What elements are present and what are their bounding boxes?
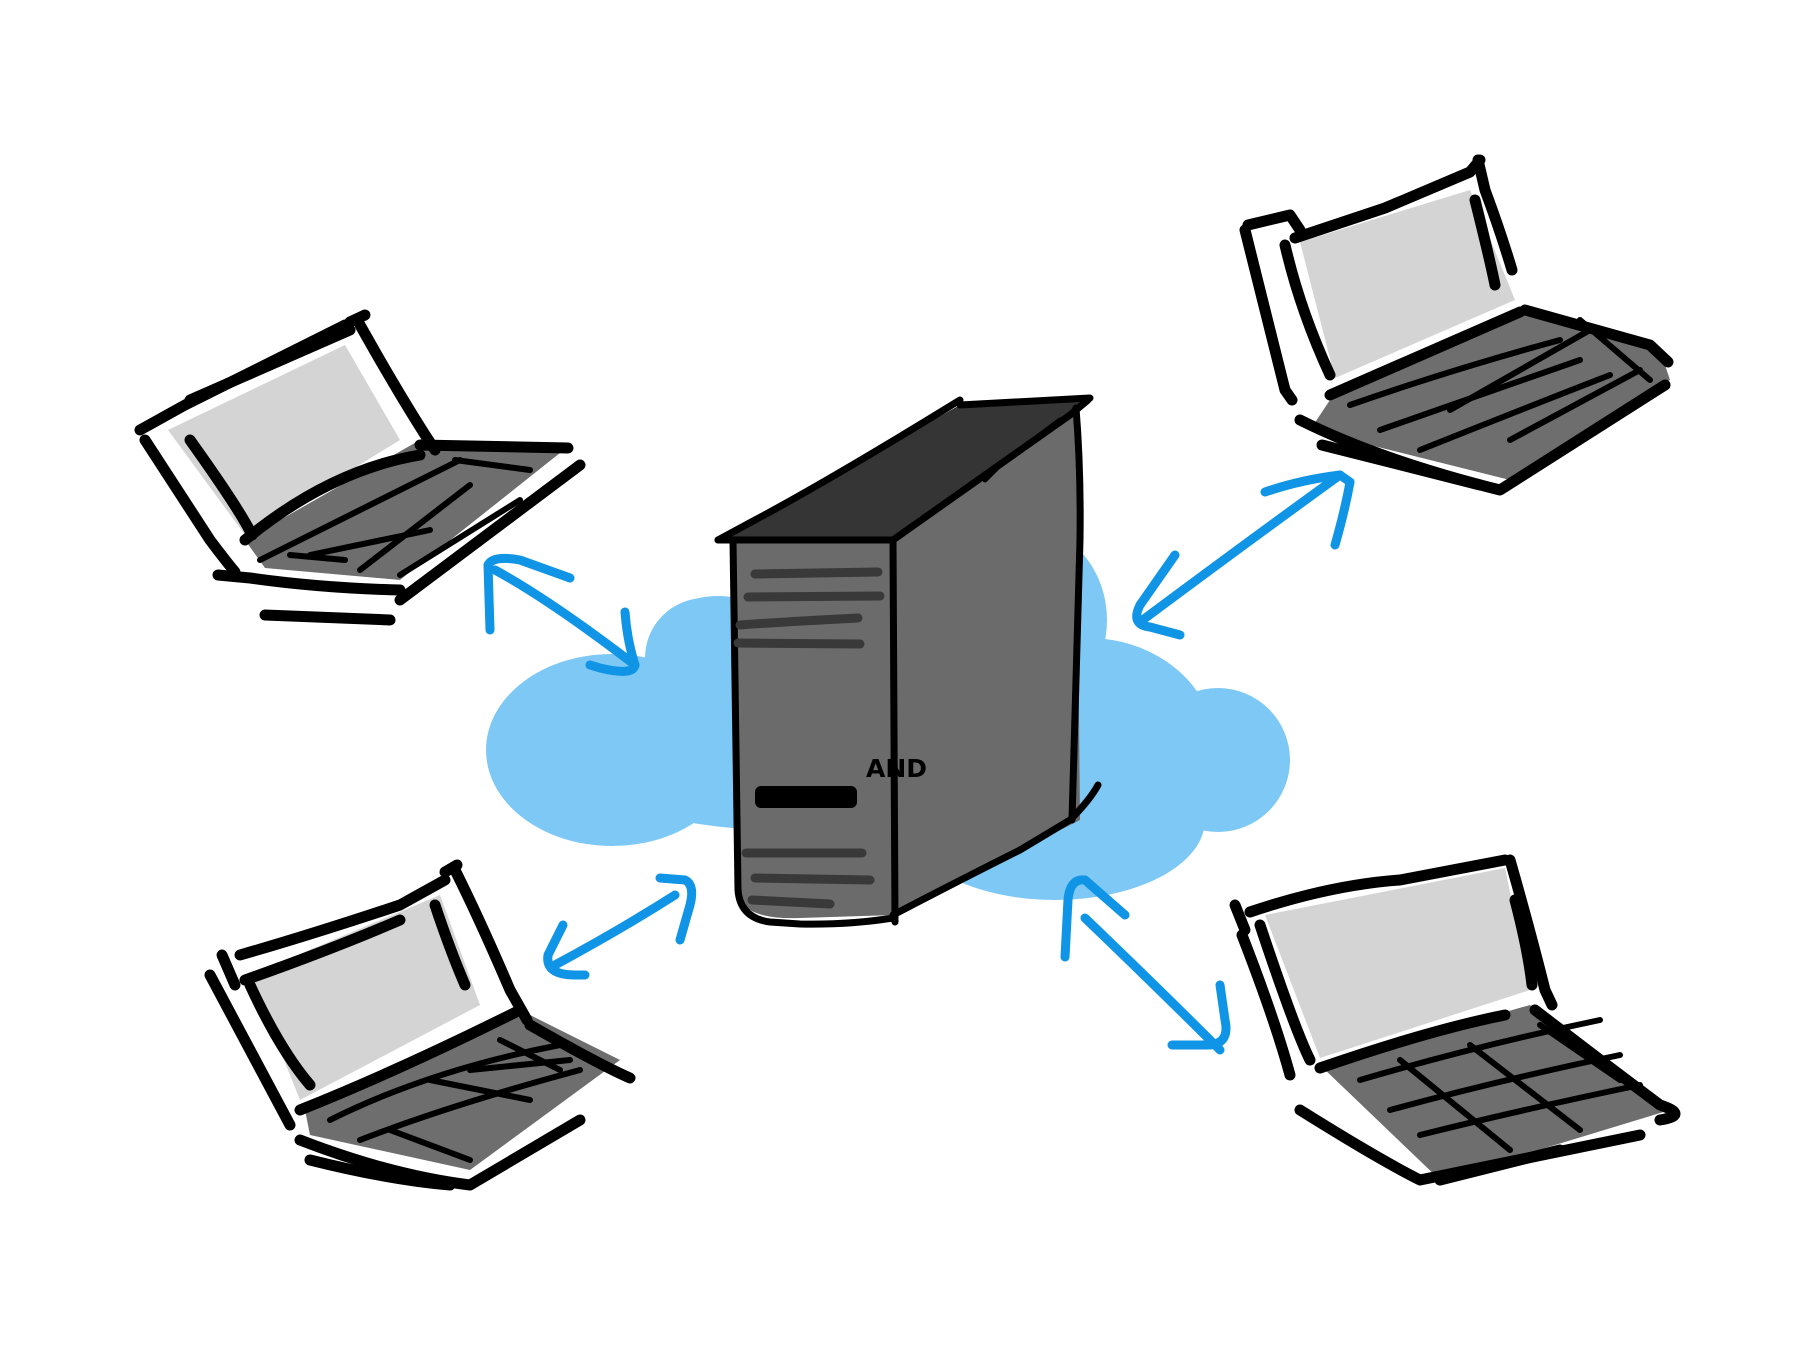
- laptop-screen-panel: [1265, 868, 1530, 1058]
- laptop-keyboard-panel: [245, 440, 570, 580]
- server-top-panel: [720, 400, 1090, 538]
- arrow-top-right: [1132, 470, 1355, 640]
- laptop-bottom-right: [1229, 854, 1681, 1186]
- server-front-panel: [733, 538, 893, 919]
- arrow-bottom-right: [1060, 875, 1231, 1055]
- server-power-slot: [755, 786, 857, 808]
- laptop-keyboard-panel: [1310, 310, 1670, 480]
- laptop-top-left: [134, 309, 586, 626]
- server-drive-bays: [733, 567, 885, 909]
- server-label: AND: [866, 754, 927, 783]
- laptop-screen-panel: [1300, 190, 1515, 378]
- server-side-panel: [893, 408, 1080, 915]
- arrow-bottom-left: [543, 873, 697, 980]
- server-tower: AND: [714, 394, 1102, 928]
- arrow-top-left: [483, 553, 640, 676]
- laptop-screen-panel: [250, 895, 480, 1100]
- laptop-bottom-left: [204, 859, 636, 1191]
- laptop-top-right: [1239, 154, 1674, 496]
